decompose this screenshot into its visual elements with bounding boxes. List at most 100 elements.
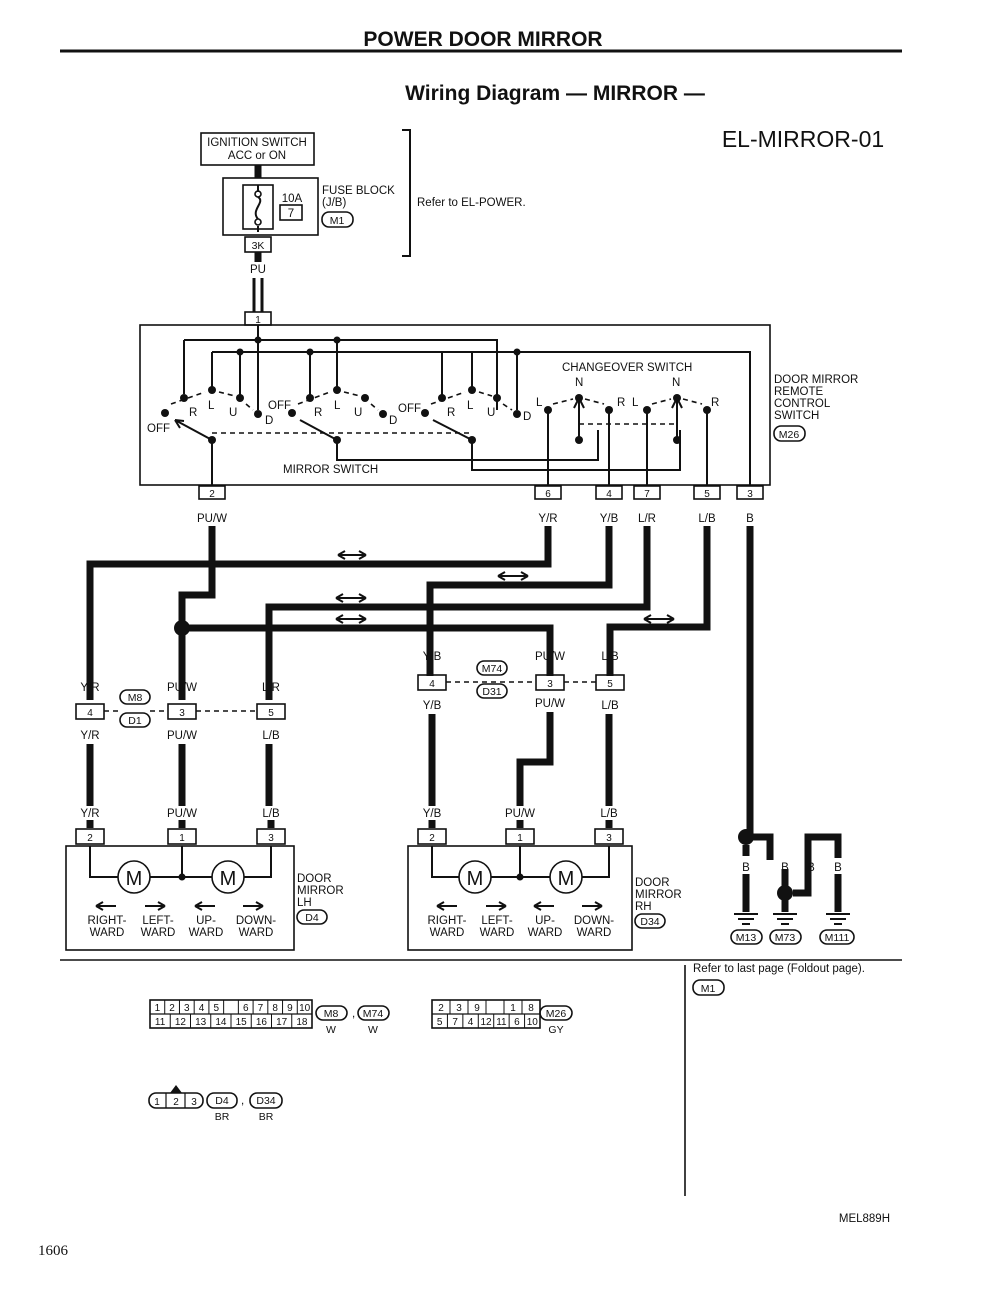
svg-text:OFF: OFF bbox=[268, 400, 291, 412]
connector-pin: 1 bbox=[510, 1003, 516, 1014]
svg-text:CHANGEOVER SWITCH: CHANGEOVER SWITCH bbox=[562, 362, 692, 374]
svg-text:LH: LH bbox=[297, 897, 312, 909]
svg-text:MIRROR: MIRROR bbox=[297, 885, 344, 897]
switch-unit-connector: M26 bbox=[779, 429, 800, 441]
connector-pin: 1 bbox=[155, 1003, 161, 1014]
svg-text:1: 1 bbox=[154, 1097, 160, 1108]
svg-text:PU/W: PU/W bbox=[535, 698, 565, 710]
ground-points: B B B B M13 M73 M111 bbox=[730, 829, 855, 945]
svg-text:DOOR: DOOR bbox=[635, 877, 670, 889]
svg-text:L/B: L/B bbox=[262, 808, 280, 820]
svg-text:M8: M8 bbox=[128, 692, 143, 704]
svg-text:Y/B: Y/B bbox=[423, 700, 442, 712]
svg-text:2: 2 bbox=[173, 1097, 179, 1108]
connector-pin: 16 bbox=[256, 1017, 268, 1028]
connector-pin: 4 bbox=[199, 1003, 205, 1014]
refer-foldout-text: Refer to last page (Foldout page). bbox=[693, 963, 865, 975]
svg-text:WARD: WARD bbox=[480, 927, 515, 939]
svg-text:B: B bbox=[781, 862, 789, 874]
svg-text:L: L bbox=[208, 400, 215, 412]
svg-text:WARD: WARD bbox=[141, 927, 176, 939]
fuse-output-wire: PU bbox=[250, 264, 266, 276]
page-title: POWER DOOR MIRROR bbox=[363, 28, 602, 51]
svg-text:Y/R: Y/R bbox=[80, 682, 99, 694]
svg-text:PU/W: PU/W bbox=[167, 808, 197, 820]
fuse-pin: 3K bbox=[252, 240, 265, 252]
fuse-block-label: FUSE BLOCK bbox=[322, 185, 395, 197]
connector-pin: 3 bbox=[184, 1003, 190, 1014]
svg-text:D1: D1 bbox=[128, 715, 142, 727]
connector-pin: 3 bbox=[456, 1003, 462, 1014]
connector-pin: 17 bbox=[276, 1017, 288, 1028]
svg-text:PU/W: PU/W bbox=[505, 808, 535, 820]
svg-text:R: R bbox=[447, 407, 455, 419]
svg-text:GY: GY bbox=[548, 1024, 563, 1036]
connector-pin: 2 bbox=[169, 1003, 175, 1014]
svg-text:WARD: WARD bbox=[430, 927, 465, 939]
fuse-number: 7 bbox=[288, 208, 294, 220]
svg-text:4: 4 bbox=[87, 708, 93, 719]
connector-pin: 6 bbox=[243, 1003, 249, 1014]
svg-text:WARD: WARD bbox=[528, 927, 563, 939]
connector-pin: 6 bbox=[514, 1017, 520, 1028]
svg-text:BR: BR bbox=[259, 1111, 274, 1123]
svg-text:5: 5 bbox=[704, 489, 710, 500]
svg-text:3: 3 bbox=[547, 679, 553, 690]
svg-text:3: 3 bbox=[179, 708, 185, 719]
harness-routing-arrows bbox=[335, 550, 675, 624]
svg-text:L: L bbox=[632, 397, 639, 409]
svg-text:B: B bbox=[834, 862, 842, 874]
fuse-block-connector: M1 bbox=[330, 215, 345, 227]
switch-unit-label-3: CONTROL bbox=[774, 398, 831, 410]
diagram-subtitle: Wiring Diagram — MIRROR — bbox=[405, 82, 705, 105]
connector-pin: 11 bbox=[155, 1017, 166, 1028]
svg-text:D34: D34 bbox=[640, 916, 659, 928]
svg-text:Y/B: Y/B bbox=[423, 651, 442, 663]
refer-power-text: Refer to EL-POWER. bbox=[417, 197, 526, 209]
svg-text:D: D bbox=[265, 415, 273, 427]
svg-text:4: 4 bbox=[606, 489, 612, 500]
connector-pin: 7 bbox=[258, 1003, 264, 1014]
remote-control-switch-box bbox=[139, 324, 771, 486]
svg-text:L/B: L/B bbox=[698, 513, 716, 525]
svg-text:5: 5 bbox=[268, 708, 274, 719]
svg-text:Y/B: Y/B bbox=[423, 808, 442, 820]
svg-text:UP-: UP- bbox=[535, 915, 555, 927]
fuse-block-box bbox=[222, 177, 319, 236]
rh-mirror-wires bbox=[428, 712, 613, 806]
switch-top-pin: 1 bbox=[255, 315, 261, 326]
svg-text:R: R bbox=[314, 407, 322, 419]
svg-text:3: 3 bbox=[191, 1097, 197, 1108]
diagram-code: EL-MIRROR-01 bbox=[722, 126, 884, 152]
svg-text:D34: D34 bbox=[256, 1095, 275, 1107]
connector-pin: 12 bbox=[480, 1017, 492, 1028]
svg-text:D4: D4 bbox=[215, 1095, 229, 1107]
connector-pin: 10 bbox=[299, 1003, 311, 1014]
svg-text:R: R bbox=[711, 397, 719, 409]
page-number: 1606 bbox=[38, 1243, 69, 1259]
svg-text:R: R bbox=[617, 397, 625, 409]
svg-text:M: M bbox=[558, 868, 575, 890]
svg-text:4: 4 bbox=[429, 679, 435, 690]
svg-text:OFF: OFF bbox=[147, 423, 170, 435]
svg-text:M26: M26 bbox=[546, 1008, 567, 1020]
switch-unit-label-4: SWITCH bbox=[774, 410, 819, 422]
svg-text:M8: M8 bbox=[324, 1008, 339, 1020]
refer-foldout-connector: M1 bbox=[701, 983, 716, 995]
changeover-switch: CHANGEOVER SWITCH N N L R L R bbox=[536, 362, 719, 485]
svg-text:W: W bbox=[326, 1024, 336, 1036]
svg-text:W: W bbox=[368, 1024, 378, 1036]
svg-text:N: N bbox=[575, 377, 583, 389]
connector-pin: 15 bbox=[236, 1017, 248, 1028]
svg-text:,: , bbox=[352, 1008, 355, 1020]
mirror-switch-group-3: OFF R L U D bbox=[398, 386, 681, 471]
svg-text:L/B: L/B bbox=[262, 730, 280, 742]
switch-unit-label-1: DOOR MIRROR bbox=[774, 374, 858, 386]
svg-text:OFF: OFF bbox=[398, 403, 421, 415]
connector-pin: 2 bbox=[438, 1003, 444, 1014]
svg-text:L/B: L/B bbox=[600, 808, 618, 820]
svg-text:M74: M74 bbox=[363, 1008, 384, 1020]
svg-text:DOOR: DOOR bbox=[297, 873, 332, 885]
